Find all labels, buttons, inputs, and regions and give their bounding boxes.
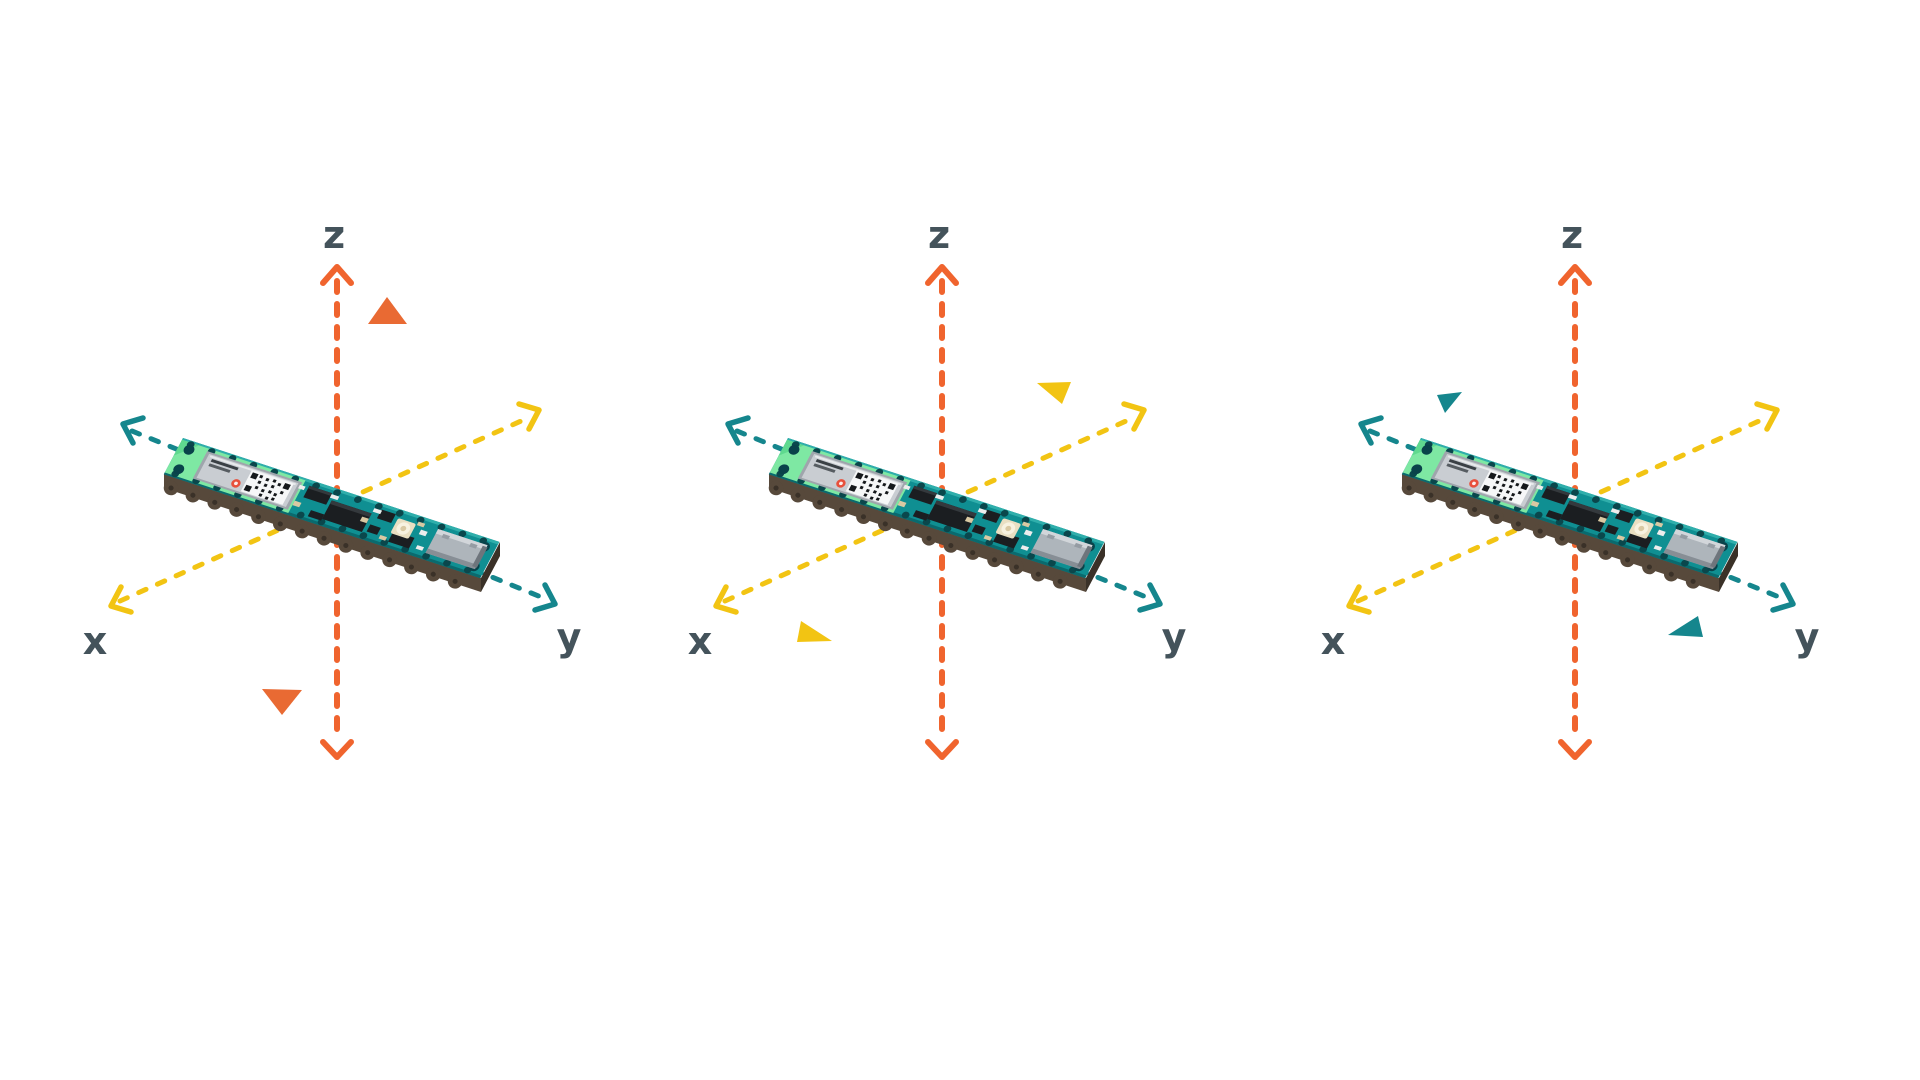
z-axis-label: z — [323, 213, 345, 257]
y-axis-label: y — [557, 615, 582, 659]
z-upper-triangle — [368, 297, 407, 324]
y-axis-label: y — [1795, 615, 1820, 659]
z-axis-label: z — [1561, 213, 1583, 257]
z-axis-label: z — [928, 213, 950, 257]
x-axis-label: x — [1321, 619, 1346, 663]
y-lower-triangle — [1668, 616, 1703, 637]
panel-y-axis: z x y — [1321, 213, 1820, 757]
z-lower-triangle — [262, 689, 302, 715]
y-upper-triangle — [1437, 392, 1462, 413]
x-axis-label: x — [688, 619, 713, 663]
direction-indicators — [262, 297, 1703, 715]
x-axis-label: x — [83, 619, 108, 663]
panel-z-axis: z x y — [83, 213, 582, 757]
panel-x-axis: z x y — [688, 213, 1187, 757]
x-lower-triangle — [797, 621, 832, 642]
y-axis-label: y — [1162, 615, 1187, 659]
x-upper-triangle — [1037, 382, 1071, 404]
